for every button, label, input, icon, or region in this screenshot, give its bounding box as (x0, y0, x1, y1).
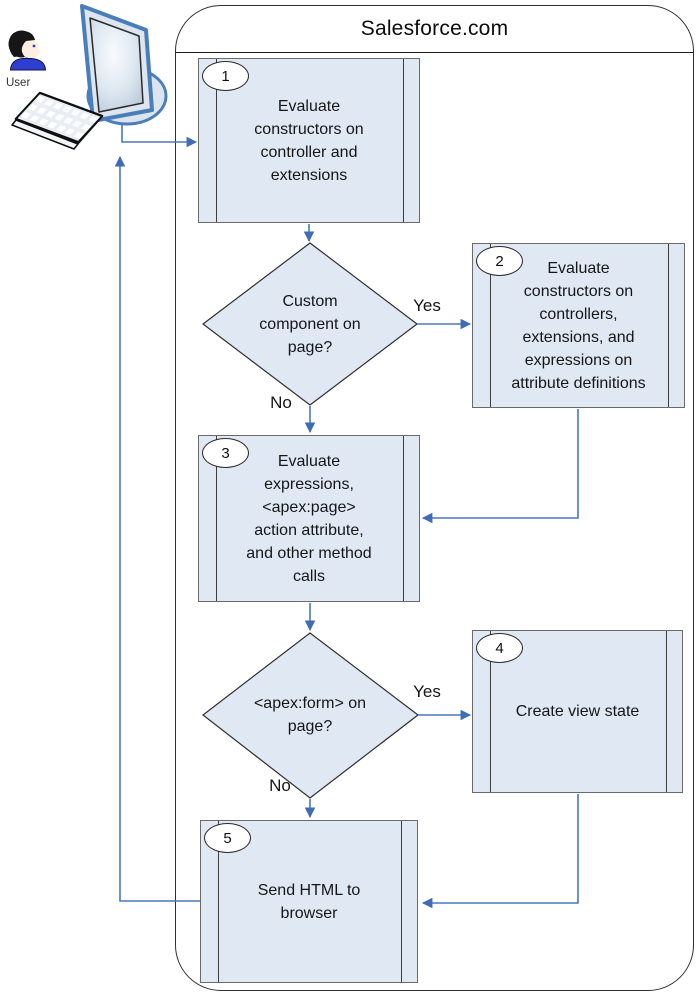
process-step-4: 4 Create view state (472, 630, 683, 793)
process-bar-right (400, 821, 402, 982)
branch-label-yes-2: Yes (413, 682, 441, 701)
step-label-1: Evaluate constructors on controller and … (254, 97, 364, 184)
process-step-2: 2 Evaluate constructors on controllers, … (472, 243, 685, 408)
process-step-5: 5 Send HTML to browser (200, 820, 418, 983)
step-label-3: Evaluate expressions, <apex:page> action… (246, 452, 372, 585)
user-eye (32, 44, 36, 48)
keyboard-icon (11, 91, 104, 150)
container-header: Salesforce.com (176, 6, 693, 53)
step-number-badge-1: 1 (202, 61, 249, 91)
step-number-badge-4: 4 (476, 633, 523, 663)
step-label-4: Create view state (515, 703, 640, 720)
user-label: User (6, 77, 30, 89)
step-label-2: Evaluate constructors on controllers, ex… (511, 259, 646, 392)
process-step-3: 3 Evaluate expressions, <apex:page> acti… (198, 435, 420, 602)
process-bar-left (216, 436, 218, 601)
decision-label-custom-component: Custom component on page? (259, 292, 361, 356)
process-bar-left (490, 244, 492, 407)
page-title: Salesforce.com (360, 17, 509, 40)
user-icon: User (6, 30, 47, 89)
monitor-icon (80, 4, 168, 126)
step-label-5: Send HTML to browser (257, 881, 361, 922)
process-bar-right (667, 244, 669, 407)
process-step-1: 1 Evaluate constructors on controller an… (198, 58, 420, 223)
process-bar-right (402, 436, 404, 601)
process-bar-left (218, 821, 220, 982)
branch-label-yes-1: Yes (413, 296, 441, 315)
process-bar-right (402, 59, 404, 222)
branch-label-no-2: No (269, 776, 291, 795)
decision-label-apex-form: <apex:form> on page? (253, 695, 367, 735)
process-bar-left (216, 59, 218, 222)
step-number-badge-3: 3 (202, 438, 249, 468)
step-number-badge-5: 5 (204, 823, 251, 853)
process-bar-left (490, 631, 492, 792)
step-number-badge-2: 2 (476, 246, 523, 276)
process-bar-right (665, 631, 667, 792)
branch-label-no-1: No (270, 393, 292, 412)
